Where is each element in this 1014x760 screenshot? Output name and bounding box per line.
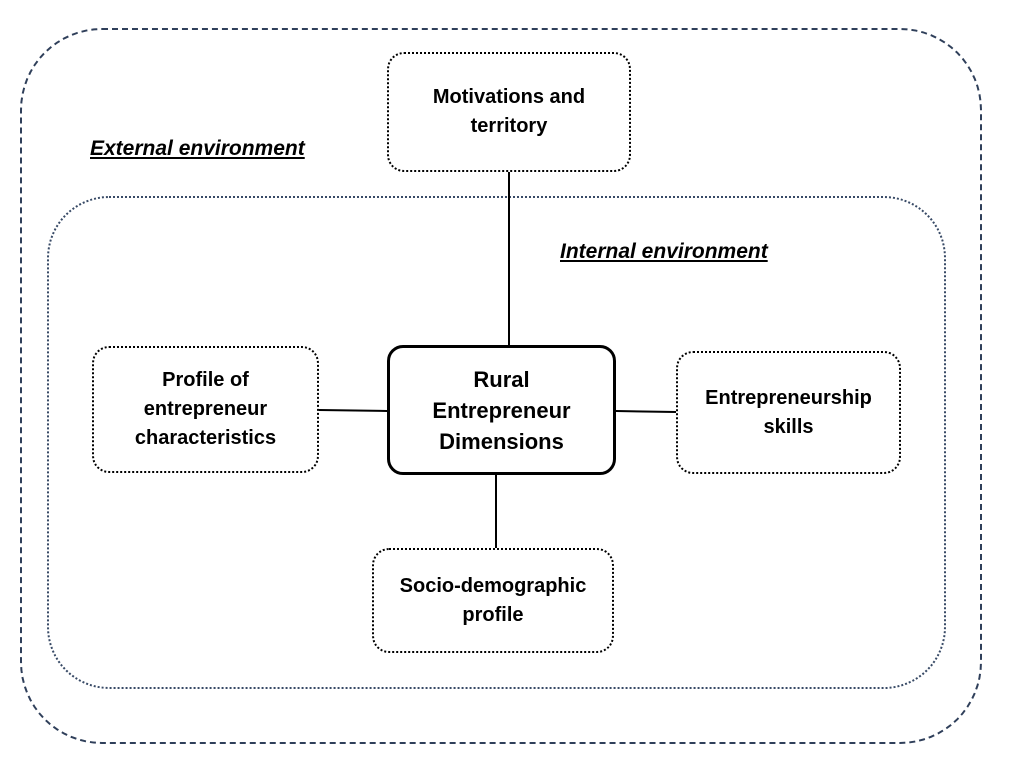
node-motivations-territory: Motivations and territory [387,52,631,172]
node-label-line: territory [470,115,548,137]
node-rural-entrepreneur-dimensions: Rural Entrepreneur Dimensions [387,345,616,475]
node-label: Socio-demographic profile [400,572,587,630]
internal-environment-label: Internal environment [560,240,768,263]
external-environment-label: External environment [90,137,305,160]
node-label-line: Socio-demographic [399,574,587,597]
node-label-line: Entrepreneur [432,397,571,423]
node-label-line: Rural [473,366,530,392]
node-label-line: Motivations and [432,86,586,108]
internal-environment-boundary [47,196,946,689]
node-label-line: Profile of [162,369,249,391]
node-label-line: skills [763,415,814,438]
node-label-line: Dimensions [439,428,564,454]
node-label-line: profile [462,603,524,626]
node-label-line: Entrepreneurship [705,386,872,409]
node-label-line: characteristics [134,427,277,449]
node-label: Profile of entrepreneur characteristics [135,366,276,453]
node-label: Rural Entrepreneur Dimensions [432,364,570,457]
node-socio-demographic-profile: Socio-demographic profile [372,548,614,653]
edge-center-skills [615,410,677,413]
external-environment-boundary [20,28,982,744]
node-label: Motivations and territory [433,83,585,141]
node-label: Entrepreneurship skills [705,384,872,442]
edge-center-profile [318,409,388,412]
node-entrepreneurship-skills: Entrepreneurship skills [676,351,901,474]
node-label-line: entrepreneur [143,398,268,420]
node-profile-entrepreneur-characteristics: Profile of entrepreneur characteristics [92,346,319,473]
